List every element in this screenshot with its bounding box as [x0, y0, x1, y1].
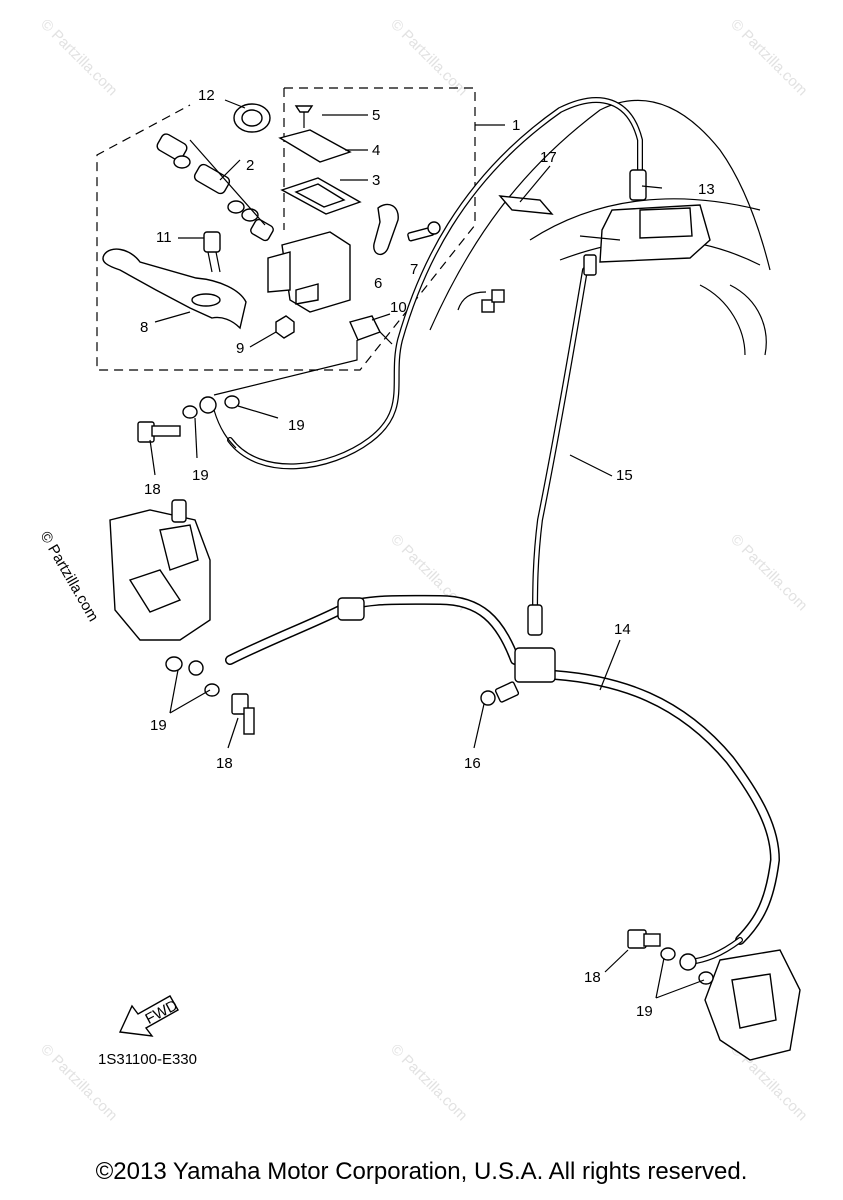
handlebar-outline: [429, 99, 771, 356]
brake-hose-1: [227, 97, 647, 470]
callout-13: 13: [698, 181, 715, 198]
forward-arrow-icon: FWD: [118, 995, 181, 1037]
side-watermark: © Partzilla.com: [37, 529, 102, 625]
callout-18: 18: [584, 969, 601, 986]
right-caliper: [627, 929, 801, 1061]
callout-1: 1: [512, 117, 520, 134]
leader-lines: [149, 99, 705, 999]
callout-19: 19: [192, 467, 209, 484]
callout-8: 8: [140, 319, 148, 336]
upper-banjo-fittings: [137, 395, 240, 449]
callout-11: 11: [156, 229, 172, 246]
callout-9: 9: [236, 340, 244, 357]
callout-12: 12: [198, 87, 215, 104]
callout-7: 7: [410, 261, 418, 278]
callout-19: 19: [288, 417, 305, 434]
watermark: © Partzilla.com: [727, 16, 810, 99]
brake-hose-left: [225, 594, 520, 665]
callout-3: 3: [372, 172, 380, 189]
brake-hose-15: [527, 254, 597, 636]
brake-hose-14: [550, 670, 780, 965]
master-cylinder-group-outline: [96, 87, 476, 371]
master-cylinder-assembly: [102, 103, 505, 345]
handlebar-bracket: [498, 195, 711, 263]
callout-10: 10: [390, 299, 407, 316]
callout-19: 19: [636, 1003, 653, 1020]
callout-18: 18: [216, 755, 233, 772]
callout-16: 16: [464, 755, 481, 772]
watermark: © Partzilla.com: [387, 16, 470, 99]
watermark: © Partzilla.com: [387, 1041, 470, 1124]
copyright-footer: ©2013 Yamaha Motor Corporation, U.S.A. A…: [95, 1158, 748, 1185]
callout-15: 15: [616, 467, 633, 484]
callout-19: 19: [150, 717, 167, 734]
callout-17: 17: [540, 149, 557, 166]
brake-hose-joint: [480, 647, 556, 706]
callout-4: 4: [372, 142, 380, 159]
callout-5: 5: [372, 107, 380, 124]
watermark: © Partzilla.com: [37, 16, 120, 99]
callout-18: 18: [144, 481, 161, 498]
diagram-code: 1S31100-E330: [98, 1051, 197, 1068]
callout-labels: 1 2 3 4 5 6 7 8 9 10 11 12 13 14 15 16 1…: [140, 87, 715, 1020]
watermark: © Partzilla.com: [727, 531, 810, 614]
left-caliper: [109, 499, 255, 735]
callout-6: 6: [374, 275, 382, 292]
callout-2: 2: [246, 157, 254, 174]
callout-14: 14: [614, 621, 631, 638]
